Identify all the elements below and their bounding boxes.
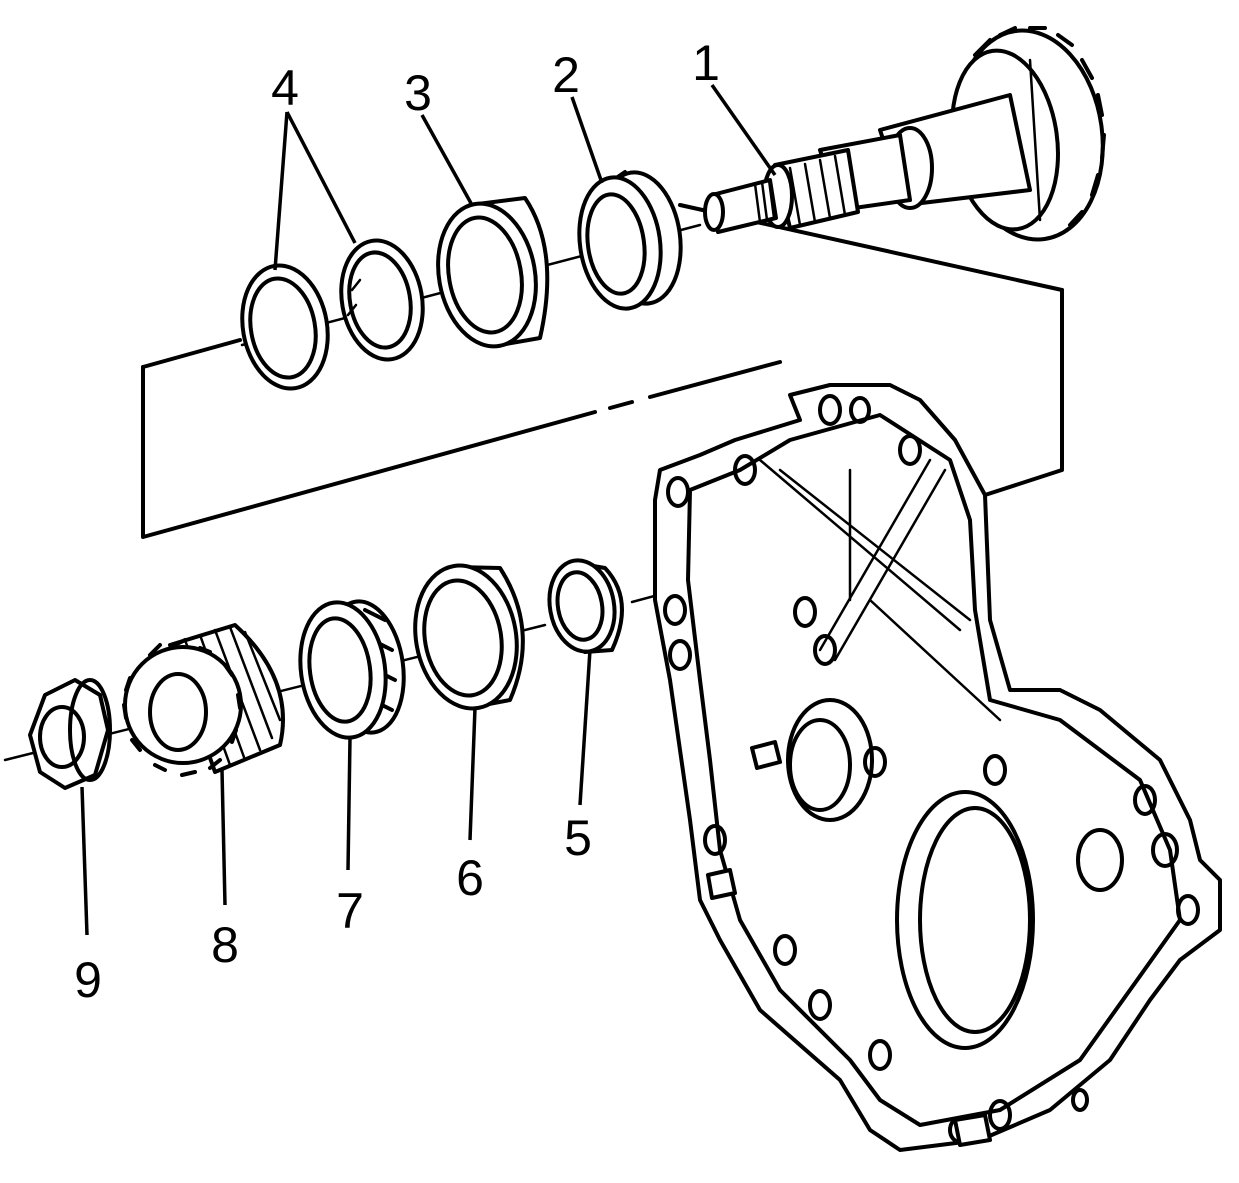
bearing-2	[577, 170, 683, 311]
helical-gear-8	[122, 623, 285, 777]
bearing-cup-6	[413, 563, 525, 711]
seal-5	[547, 558, 624, 654]
leader-lines	[80, 83, 777, 936]
bearing-7	[298, 599, 406, 740]
callout-1: 1	[692, 35, 720, 91]
shim-4b	[339, 238, 425, 362]
callout-9: 9	[74, 952, 102, 1008]
callout-2: 2	[552, 47, 580, 103]
callout-7: 7	[336, 883, 364, 939]
callout-6: 6	[456, 850, 484, 906]
callout-4: 4	[271, 60, 299, 116]
callout-8: 8	[211, 917, 239, 973]
bearing-cup-3	[436, 196, 550, 349]
output-shaft-gear	[703, 26, 1106, 242]
callout-3: 3	[404, 65, 432, 121]
transfer-case-housing	[653, 383, 1222, 1152]
nut-9	[28, 678, 112, 790]
callout-5: 5	[564, 810, 592, 866]
shim-4a	[240, 263, 330, 391]
